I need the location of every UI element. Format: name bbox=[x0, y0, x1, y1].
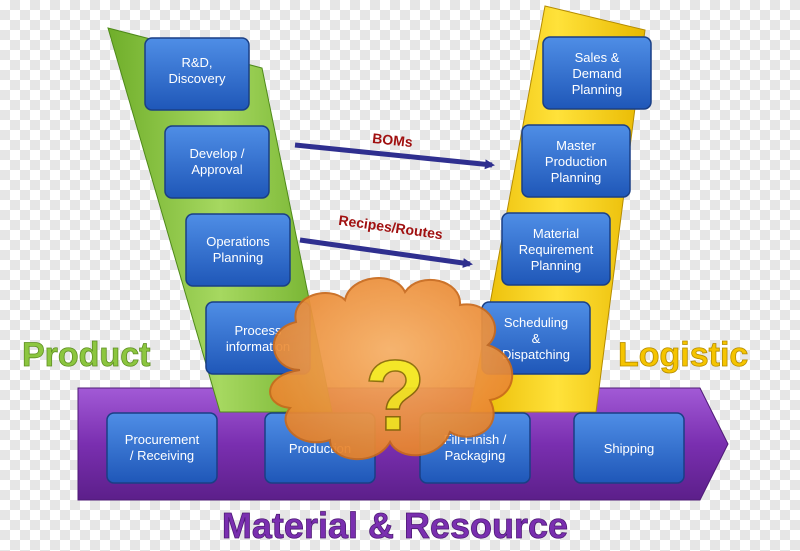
box-text: Requirement bbox=[519, 242, 594, 257]
box-text: Planning bbox=[551, 170, 602, 185]
svg-text:Develop /Approval: Develop /Approval bbox=[190, 146, 245, 177]
box-text: Discovery bbox=[168, 71, 226, 86]
recipes-label: Recipes/Routes bbox=[338, 212, 444, 242]
question-mark: ? bbox=[364, 340, 425, 452]
recipes-arrow bbox=[299, 237, 473, 268]
box-text: Planning bbox=[531, 258, 582, 273]
question-cloud: ? bbox=[269, 277, 514, 460]
product-box-rnd: R&D,Discovery bbox=[144, 37, 250, 111]
svg-text:Scheduling&Dispatching: Scheduling&Dispatching bbox=[502, 315, 570, 362]
logistic-label: Logistic bbox=[618, 336, 748, 374]
box-text: Shipping bbox=[604, 441, 655, 456]
box-text: Material bbox=[533, 226, 579, 241]
material-box-procurement: Procurement/ Receiving bbox=[106, 412, 218, 484]
box-text: Develop / bbox=[190, 146, 245, 161]
box-text: Master bbox=[556, 138, 596, 153]
product-label: Product bbox=[22, 336, 150, 374]
svg-text:Shipping: Shipping bbox=[604, 441, 655, 456]
material-label: Material & Resource bbox=[222, 505, 568, 546]
svg-text:Fill-Finish /Packaging: Fill-Finish /Packaging bbox=[444, 432, 507, 463]
box-text: Planning bbox=[572, 82, 623, 97]
svg-text:R&D,Discovery: R&D,Discovery bbox=[168, 55, 226, 86]
box-text: Dispatching bbox=[502, 347, 570, 362]
box-text: Sales & bbox=[575, 50, 620, 65]
box-text: & bbox=[532, 331, 541, 346]
box-text: Approval bbox=[191, 162, 242, 177]
box-text: Operations bbox=[206, 234, 270, 249]
logistic-box-scheduling: Scheduling&Dispatching bbox=[481, 301, 591, 375]
box-text: Demand bbox=[572, 66, 621, 81]
box-text: Production bbox=[545, 154, 607, 169]
box-text: R&D, bbox=[181, 55, 212, 70]
box-text: Procurement bbox=[125, 432, 200, 447]
material-box-shipping: Shipping bbox=[573, 412, 685, 484]
box-text: Scheduling bbox=[504, 315, 568, 330]
box-text: Packaging bbox=[445, 448, 506, 463]
boms-label: BOMs bbox=[372, 130, 414, 150]
product-box-develop: Develop /Approval bbox=[164, 125, 270, 199]
box-text: / Receiving bbox=[130, 448, 194, 463]
boms-arrow bbox=[294, 142, 495, 170]
box-text: Planning bbox=[213, 250, 264, 265]
box-text: Process bbox=[235, 323, 282, 338]
svg-text:Procurement/ Receiving: Procurement/ Receiving bbox=[125, 432, 200, 463]
